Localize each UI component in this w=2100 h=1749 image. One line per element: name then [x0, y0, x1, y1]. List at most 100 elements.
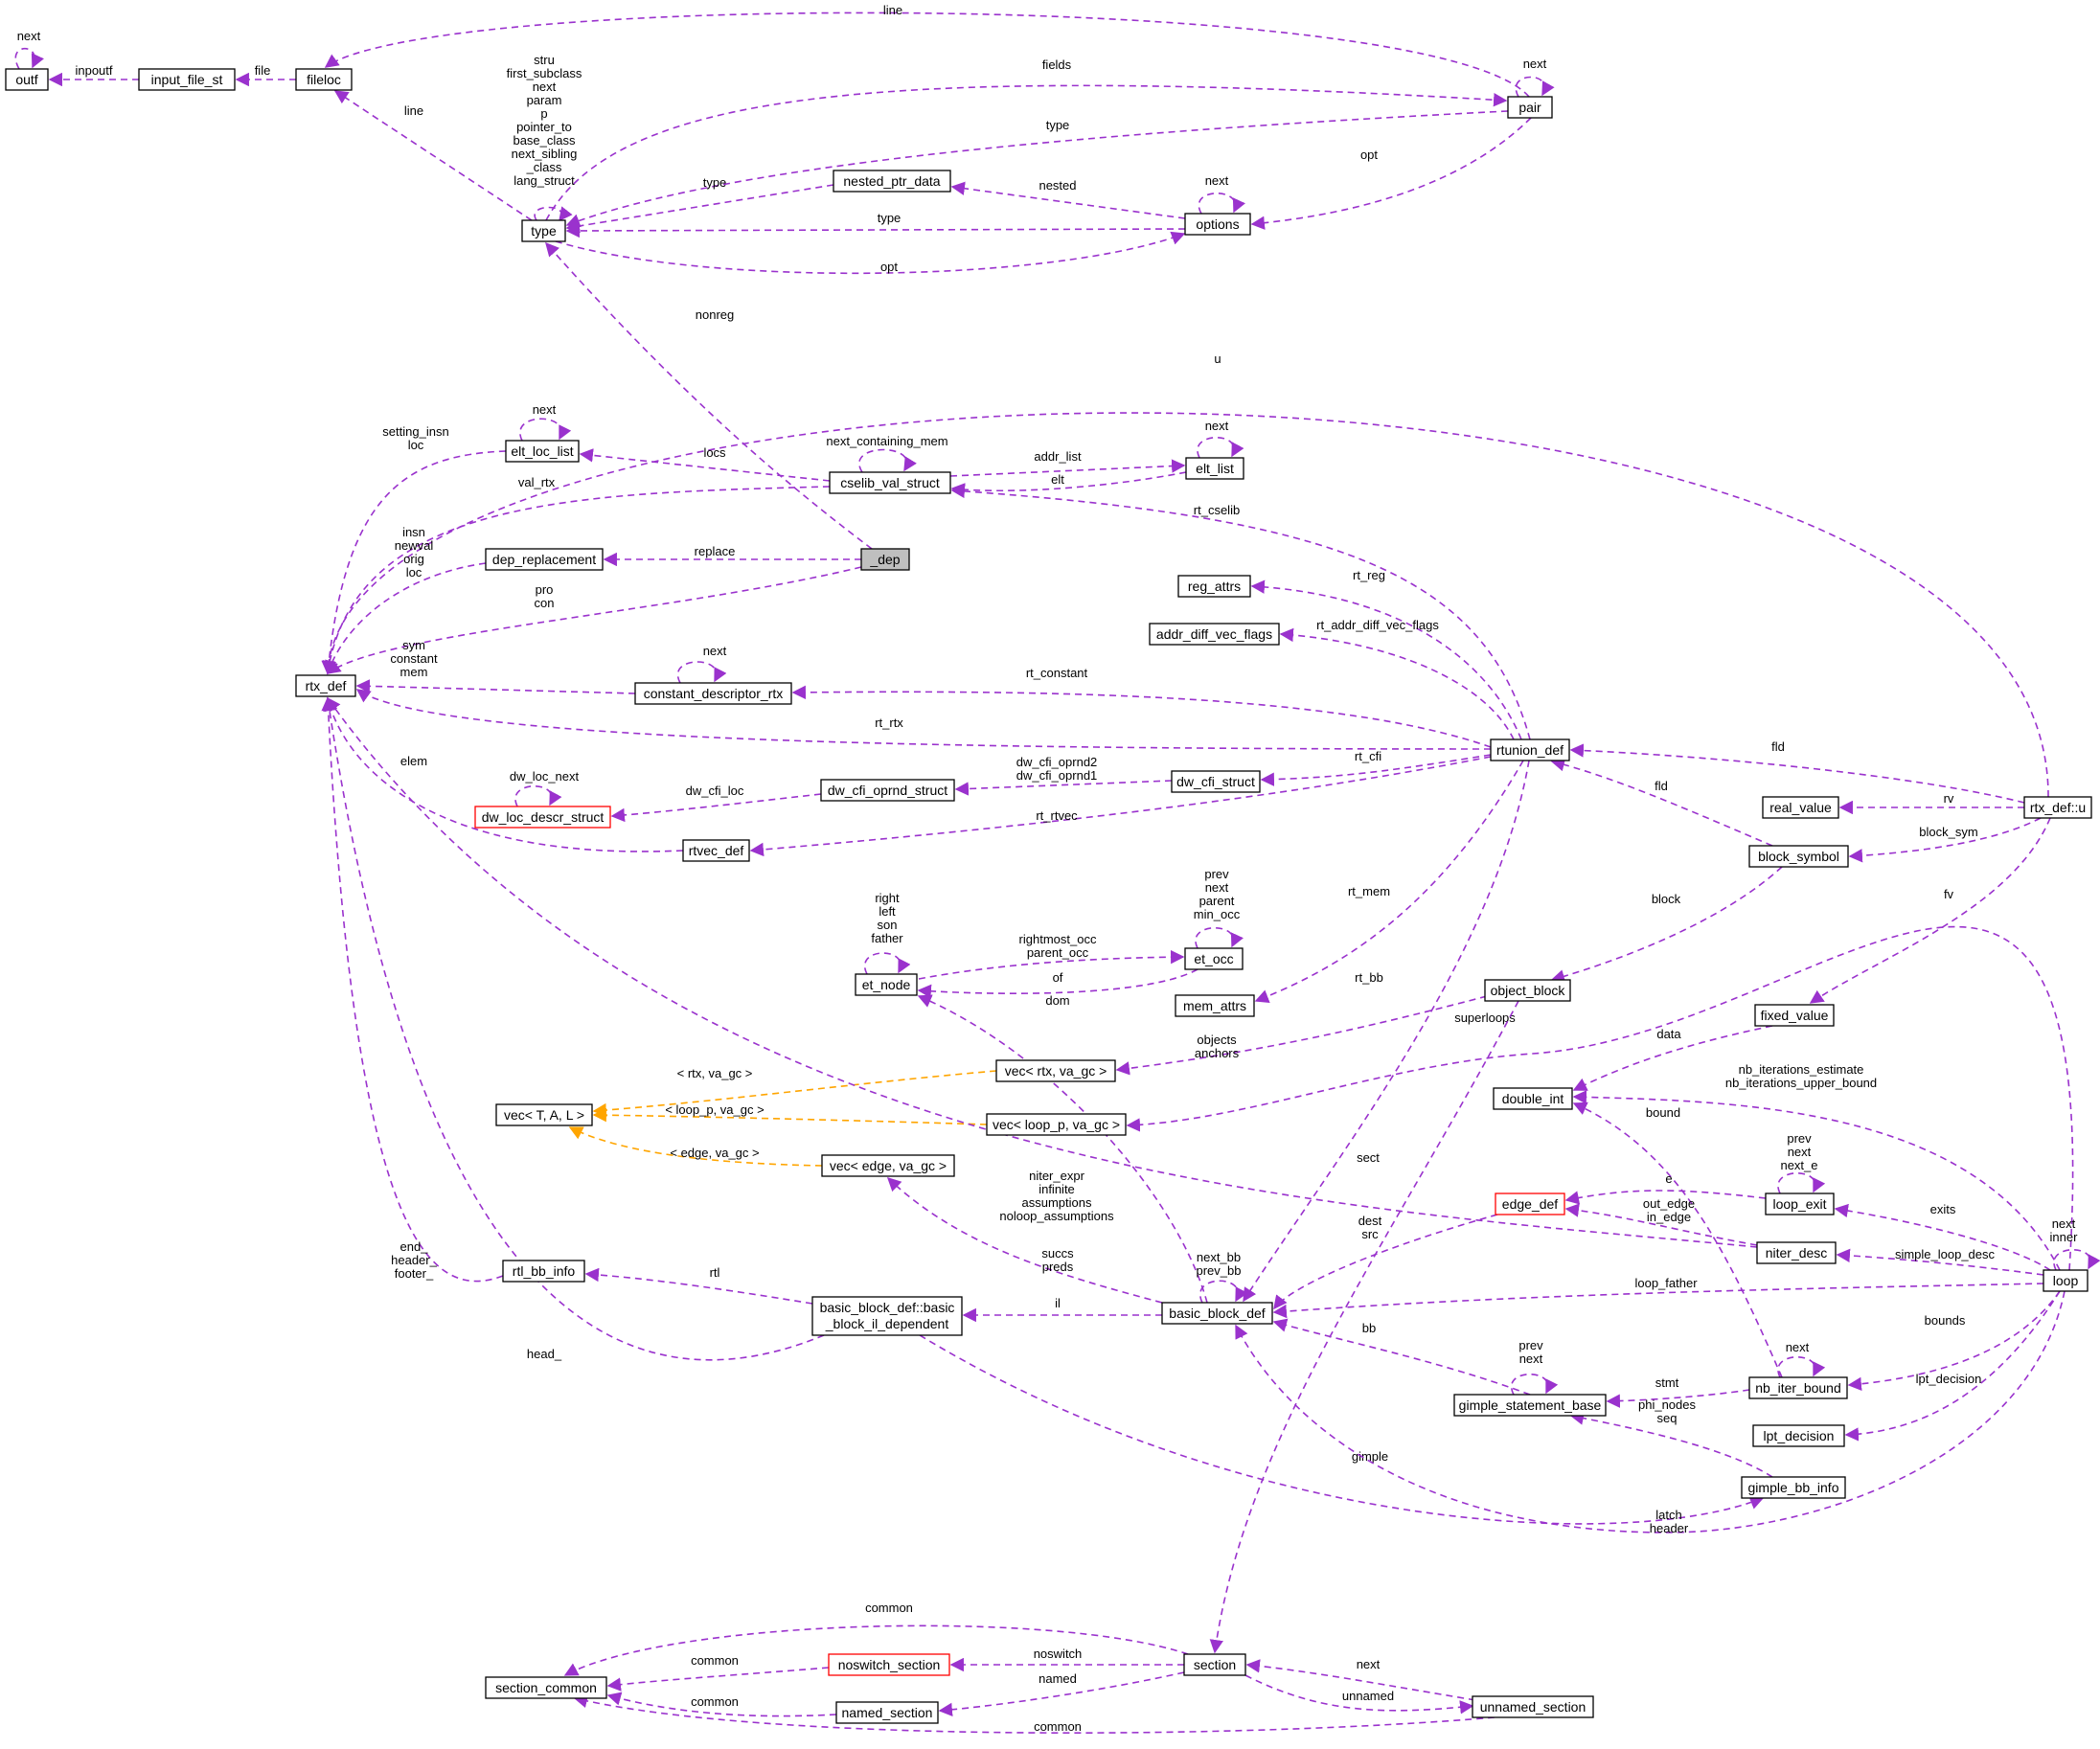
edge-line: [950, 484, 1531, 740]
edge-label: noswitch: [1034, 1647, 1083, 1661]
block-symbol-node[interactable]: block_symbol: [1748, 845, 1849, 868]
nested-ptr-data-node[interactable]: nested_ptr_data: [833, 170, 951, 193]
noswitch-section-node[interactable]: noswitch_section: [828, 1653, 950, 1676]
node-label: gimple_statement_base: [1459, 1397, 1602, 1413]
node-box: [1754, 1004, 1835, 1027]
node-label: dw_cfi_struct: [1176, 774, 1255, 789]
dep-node[interactable]: _dep: [860, 548, 910, 571]
rtx-def-u-node[interactable]: rtx_def::u: [2023, 796, 2092, 819]
edge-label: common: [1034, 1719, 1082, 1734]
dw-cfi-struct-node[interactable]: dw_cfi_struct: [1171, 770, 1261, 793]
node-box: [829, 471, 951, 494]
reg-attrs-node[interactable]: reg_attrs: [1177, 575, 1251, 598]
edge-stmt: stmt: [1606, 1375, 1750, 1408]
edge-tpl-loop-p: < loop_p, va_gc >: [592, 1102, 988, 1125]
edge-bb-dom: dom: [917, 993, 1208, 1304]
node-box: [1495, 1192, 1565, 1215]
edge-label: unnamed: [1342, 1689, 1394, 1703]
node-label: vec< rtx, va_gc >: [1005, 1063, 1107, 1079]
edge-line: [858, 448, 917, 473]
real-value-node[interactable]: real_value: [1762, 796, 1839, 819]
loop-exit-node[interactable]: loop_exit: [1765, 1192, 1835, 1215]
vec-edge-node[interactable]: vec< edge, va_gc >: [821, 1154, 955, 1177]
edge-def-node[interactable]: edge_def: [1495, 1192, 1565, 1215]
rtunion-def-node[interactable]: rtunion_def: [1490, 738, 1570, 761]
dw-cfi-oprnd-struct-node[interactable]: dw_cfi_oprnd_struct: [820, 779, 955, 802]
outf-node[interactable]: outf: [5, 68, 49, 91]
edge-rt-constant: rt_constant: [791, 666, 1492, 748]
rtx-def-node[interactable]: rtx_def: [295, 674, 356, 697]
node-label: rtvec_def: [689, 843, 744, 858]
vec-tal-node[interactable]: vec< T, A, L >: [495, 1103, 593, 1126]
dep-replacement-node[interactable]: dep_replacement: [485, 548, 604, 571]
edge-label: exits: [1930, 1202, 1956, 1216]
node-label: section: [1194, 1657, 1236, 1672]
basic-block-def-node[interactable]: basic_block_def: [1161, 1302, 1273, 1325]
node-label: double_int: [1502, 1091, 1564, 1106]
edge-label: rt_reg: [1353, 568, 1385, 582]
bb-il-dependent-node[interactable]: basic_block_def::basic_block_il_dependen…: [811, 1296, 963, 1336]
object-block-node[interactable]: object_block: [1484, 979, 1571, 1002]
elt-loc-list-node[interactable]: elt_loc_list: [505, 440, 580, 463]
section-common-node[interactable]: section_common: [485, 1676, 607, 1699]
vec-loop-p-node[interactable]: vec< loop_p, va_gc >: [986, 1113, 1127, 1136]
node-box: [1762, 796, 1839, 819]
node-label: edge_def: [1502, 1196, 1559, 1212]
constant-descriptor-rtx-node[interactable]: constant_descriptor_rtx: [634, 682, 792, 705]
rtl-bb-info-node[interactable]: rtl_bb_info: [502, 1260, 585, 1283]
addr-diff-vec-flags-node[interactable]: addr_diff_vec_flags: [1149, 623, 1280, 646]
gimple-bb-info-node[interactable]: gimple_bb_info: [1741, 1476, 1846, 1499]
edge-line: [791, 685, 1492, 748]
node-label: _dep: [869, 552, 900, 567]
node-label: outf: [15, 72, 37, 87]
edge-label: next: [1357, 1657, 1381, 1671]
edge-label: constant: [390, 651, 438, 666]
section-node[interactable]: section: [1183, 1653, 1246, 1676]
edge-label: loop_father: [1634, 1276, 1698, 1290]
niter-desc-node[interactable]: niter_desc: [1756, 1241, 1837, 1264]
cselib-val-struct-node[interactable]: cselib_val_struct: [829, 471, 951, 494]
edge-label: prev_bb: [1197, 1263, 1242, 1278]
edge-head: head_: [322, 696, 825, 1361]
edge-line: [1195, 926, 1244, 949]
edge-line: [355, 679, 636, 694]
pair-node[interactable]: pair: [1507, 96, 1553, 119]
vec-rtx-node[interactable]: vec< rtx, va_gc >: [995, 1059, 1116, 1082]
elt-list-node[interactable]: elt_list: [1185, 457, 1244, 480]
options-node[interactable]: options: [1184, 213, 1251, 236]
edge-line: [1572, 1025, 1773, 1091]
edge-label: head_: [527, 1347, 562, 1361]
named-section-node[interactable]: named_section: [835, 1701, 939, 1724]
edge-label: seq: [1657, 1411, 1678, 1425]
lpt-decision-node[interactable]: lpt_decision: [1752, 1424, 1845, 1447]
nb-iter-bound-node[interactable]: nb_iter_bound: [1748, 1376, 1848, 1399]
node-box: [1171, 770, 1261, 793]
edge-line: [565, 110, 1509, 228]
et-node-node[interactable]: et_node: [855, 973, 918, 996]
edge-label: _class: [526, 160, 562, 174]
edge-label: nested: [1039, 178, 1076, 193]
edge-u-block-sym: block_sym: [1848, 817, 2042, 863]
fileloc-node[interactable]: fileloc: [295, 68, 353, 91]
rtvec-def-node[interactable]: rtvec_def: [682, 839, 750, 862]
fixed-value-node[interactable]: fixed_value: [1754, 1004, 1835, 1027]
input-file-st-node[interactable]: input_file_st: [138, 68, 236, 91]
edge-label: header: [1650, 1521, 1689, 1535]
double-int-node[interactable]: double_int: [1493, 1087, 1573, 1110]
edge-label: rt_bb: [1355, 970, 1383, 985]
loop-node[interactable]: loop: [2043, 1269, 2089, 1292]
edge-cselib-locs: locs: [579, 445, 831, 482]
edge-label: nonreg: [696, 307, 734, 322]
et-occ-node[interactable]: et_occ: [1184, 947, 1244, 970]
unnamed-section-node[interactable]: unnamed_section: [1472, 1695, 1594, 1718]
gimple-statement-base-node[interactable]: gimple_statement_base: [1453, 1394, 1607, 1417]
dw-loc-descr-struct-node[interactable]: dw_loc_descr_struct: [474, 806, 611, 829]
edge-label: block_sym: [1919, 825, 1977, 839]
node-box: [1472, 1695, 1594, 1718]
edge-label: rt_addr_diff_vec_flags: [1316, 618, 1439, 632]
mem-attrs-node[interactable]: mem_attrs: [1175, 994, 1255, 1017]
type-node[interactable]: type: [521, 219, 566, 242]
